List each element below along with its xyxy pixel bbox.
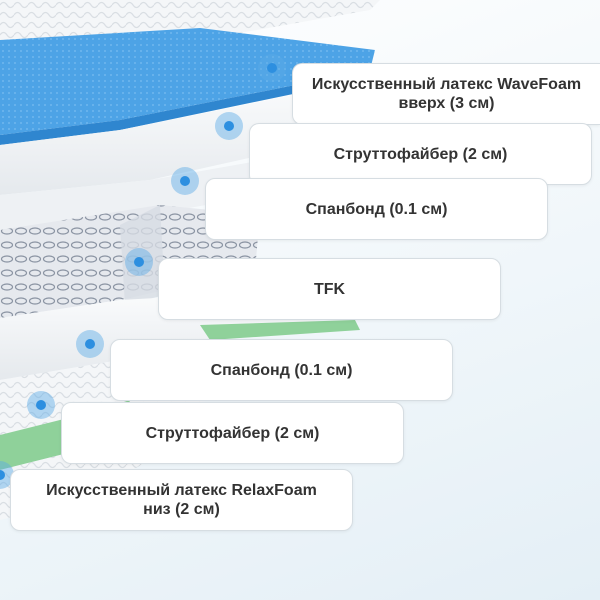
layer-marker-3	[171, 167, 199, 195]
spunbond-top-layer	[0, 150, 320, 230]
callout-spunbond-bottom: Спанбонд (0.1 см)	[110, 339, 453, 401]
layer-marker-2	[215, 112, 243, 140]
green-accent-layer	[200, 320, 360, 340]
callout-relaxfoam: Искусственный латекс RelaxFoam низ (2 см…	[10, 469, 353, 531]
callout-tfk: TFK	[158, 258, 501, 320]
layer-marker-6	[27, 391, 55, 419]
wavefoam-layer-edge	[0, 70, 370, 145]
spring-block-side	[120, 205, 165, 305]
callout-wavefoam: Искусственный латекс WaveFoam вверх (3 с…	[292, 63, 600, 125]
callout-strutto-bottom: Струттофайбер (2 см)	[61, 402, 404, 464]
layer-marker-4	[125, 248, 153, 276]
layer-marker-1	[258, 54, 286, 82]
callout-spunbond-top: Спанбонд (0.1 см)	[205, 178, 548, 240]
strutto-fiber-top-layer	[0, 80, 370, 195]
layer-marker-5	[76, 330, 104, 358]
wavefoam-layer	[0, 28, 375, 135]
callout-strutto-top: Струттофайбер (2 см)	[249, 123, 592, 185]
